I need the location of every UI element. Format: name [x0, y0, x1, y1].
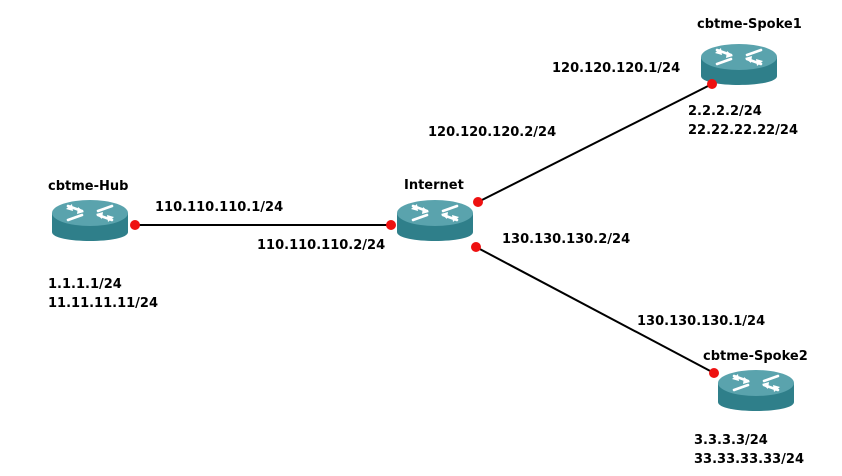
- router-name-hub: cbtme-Hub: [48, 179, 128, 194]
- loopback-label-spoke1-1: 2.2.2.2/24: [688, 104, 762, 119]
- port-dot-internet-west: [386, 220, 396, 230]
- router-icon[interactable]: [50, 198, 130, 243]
- port-dot-spoke2: [709, 368, 719, 378]
- router-name-spoke2: cbtme-Spoke2: [703, 349, 808, 364]
- ip-label-internet-northeast: 120.120.120.2/24: [428, 125, 556, 140]
- router-icon[interactable]: [395, 198, 475, 243]
- port-dot-internet-southeast: [471, 242, 481, 252]
- loopback-label-hub-1: 1.1.1.1/24: [48, 277, 122, 292]
- ip-label-spoke1-link: 120.120.120.1/24: [552, 61, 680, 76]
- router-icon[interactable]: [716, 368, 796, 413]
- loopback-label-spoke2-2: 33.33.33.33/24: [694, 452, 804, 467]
- router-icon[interactable]: [699, 42, 779, 87]
- link-internet-spoke2: [475, 246, 715, 374]
- ip-label-internet-west: 110.110.110.2/24: [257, 238, 385, 253]
- loopback-label-spoke2-1: 3.3.3.3/24: [694, 433, 768, 448]
- link-internet-spoke1: [477, 83, 713, 203]
- loopback-label-spoke1-2: 22.22.22.22/24: [688, 123, 798, 138]
- loopback-label-hub-2: 11.11.11.11/24: [48, 296, 158, 311]
- ip-label-internet-southeast: 130.130.130.2/24: [502, 232, 630, 247]
- port-dot-internet-northeast: [473, 197, 483, 207]
- router-name-internet: Internet: [404, 178, 464, 193]
- ip-label-hub-link: 110.110.110.1/24: [155, 200, 283, 215]
- port-dot-spoke1: [707, 79, 717, 89]
- port-dot-hub: [130, 220, 140, 230]
- router-name-spoke1: cbtme-Spoke1: [697, 17, 802, 32]
- ip-label-spoke2-link: 130.130.130.1/24: [637, 314, 765, 329]
